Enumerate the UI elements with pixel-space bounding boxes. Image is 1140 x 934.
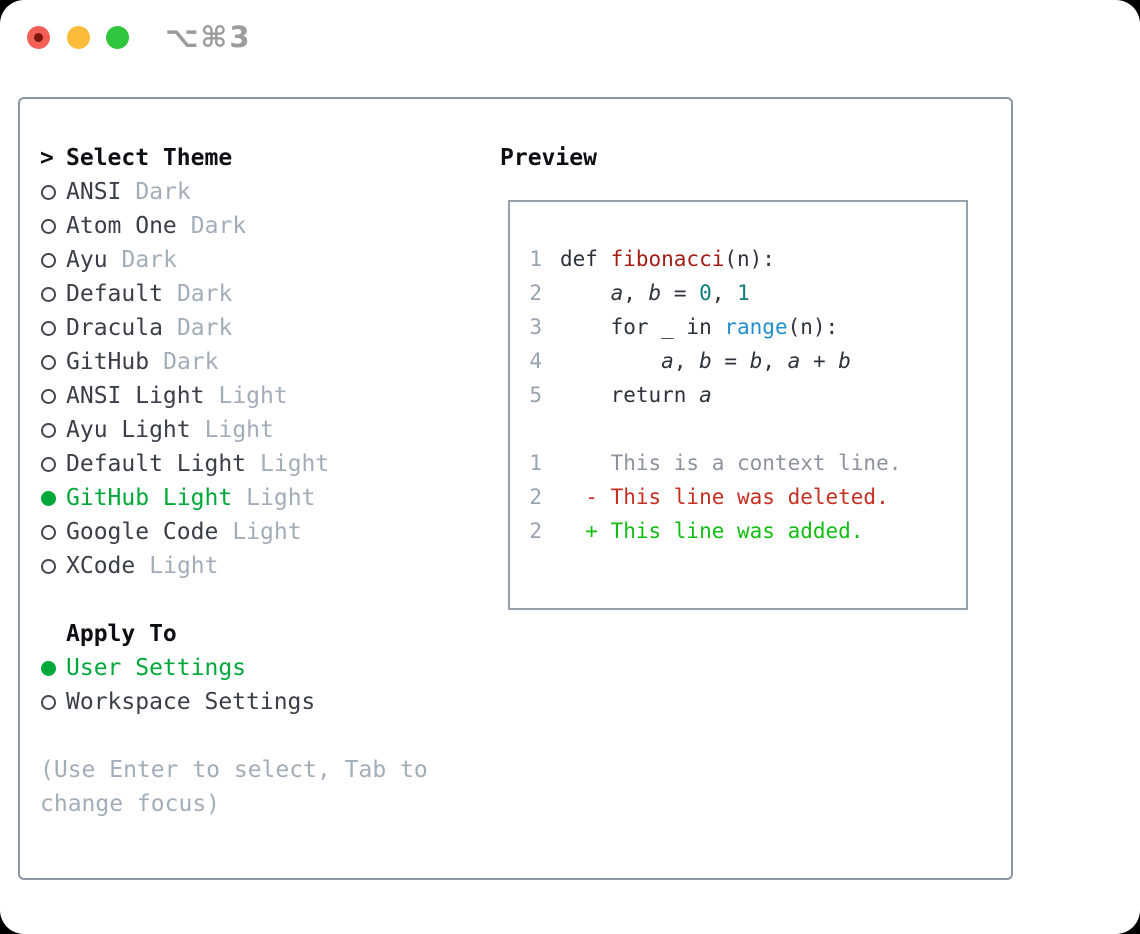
theme-item-xcode-light[interactable]: XCode Light [40,549,480,583]
theme-item-default-dark[interactable]: Default Dark [40,277,480,311]
radio-icon [41,694,56,710]
radio-icon [41,184,56,200]
code-line: 1 This is a context line. [528,446,966,480]
apply-option-user-settings[interactable]: User Settings [40,651,480,685]
code-line: 1 def fibonacci(n): [528,242,966,276]
zoom-button[interactable] [106,26,129,49]
apply-option-workspace-settings[interactable]: Workspace Settings [40,685,480,719]
theme-item-dracula-dark[interactable]: Dracula Dark [40,311,480,345]
theme-item-atom-one-dark[interactable]: Atom One Dark [40,209,480,243]
theme-item-ansi-dark[interactable]: ANSI Dark [40,175,480,209]
line-number: 1 [529,247,542,271]
apply-to-title: Apply To [66,621,177,647]
line-number: 5 [529,383,542,407]
theme-item-github-dark[interactable]: GitHub Dark [40,345,480,379]
code-line: 2 - This line was deleted. [528,480,966,514]
code-text: This is a context line. [560,451,902,475]
code-line: 2 + This line was added. [528,514,966,548]
radio-icon [41,558,56,574]
radio-icon [41,660,56,676]
apply-to-header: Apply To [40,617,480,651]
theme-item-github-light[interactable]: GitHub Light Light [40,481,480,515]
theme-item-ayu-dark[interactable]: Ayu Dark [40,243,480,277]
radio-icon [41,490,56,506]
window-shortcut-label: ⌥⌘3 [165,20,252,54]
line-number: 2 [529,485,542,509]
close-button[interactable] [27,26,50,49]
code-text: a, b = 0, 1 [610,281,750,305]
theme-item-ayu-light[interactable]: Ayu Light Light [40,413,480,447]
preview-title: Preview [500,145,597,171]
theme-item-google-code-light[interactable]: Google Code Light [40,515,480,549]
radio-icon [41,422,56,438]
radio-icon [41,252,56,268]
line-number: 2 [529,281,542,305]
select-theme-header: > Select Theme [40,141,480,175]
radio-icon [41,320,56,336]
code-line: 3 for _ in range(n): [528,310,966,344]
theme-item-ansi-light[interactable]: ANSI Light Light [40,379,480,413]
line-number: 2 [529,519,542,543]
code-line: 2 a, b = 0, 1 [528,276,966,310]
code-text: for _ in range(n): [560,315,839,339]
radio-icon [41,524,56,540]
theme-list-column: > Select Theme ANSI Dark Atom One Dark A… [40,141,480,821]
radio-icon [41,218,56,234]
minimize-button[interactable] [67,26,90,49]
theme-item-default-light[interactable]: Default Light Light [40,447,480,481]
select-theme-title: Select Theme [66,145,233,171]
radio-icon [41,388,56,404]
help-text: (Use Enter to select, Tab to change focu… [40,757,428,817]
code-text: a, b = b, a + b [661,349,851,373]
radio-icon [41,286,56,302]
code-text: return a [560,383,712,407]
code-line [528,412,966,446]
line-number [528,412,542,446]
spacer [40,583,480,617]
code-text: def fibonacci(n): [560,247,775,271]
line-number: 4 [529,349,542,373]
radio-icon [41,456,56,472]
code-line: 4 a, b = b, a + b [528,344,966,378]
radio-icon [41,354,56,370]
spacer [40,719,480,753]
prompt-caret-icon: > [40,145,54,171]
titlebar: ⌥⌘3 [0,0,1140,80]
line-number: 3 [529,315,542,339]
code-text: + This line was added. [560,519,864,543]
line-number: 1 [529,451,542,475]
code-text: - This line was deleted. [560,485,889,509]
code-line: 5 return a [528,378,966,412]
theme-picker-panel: > Select Theme ANSI Dark Atom One Dark A… [18,97,1013,880]
